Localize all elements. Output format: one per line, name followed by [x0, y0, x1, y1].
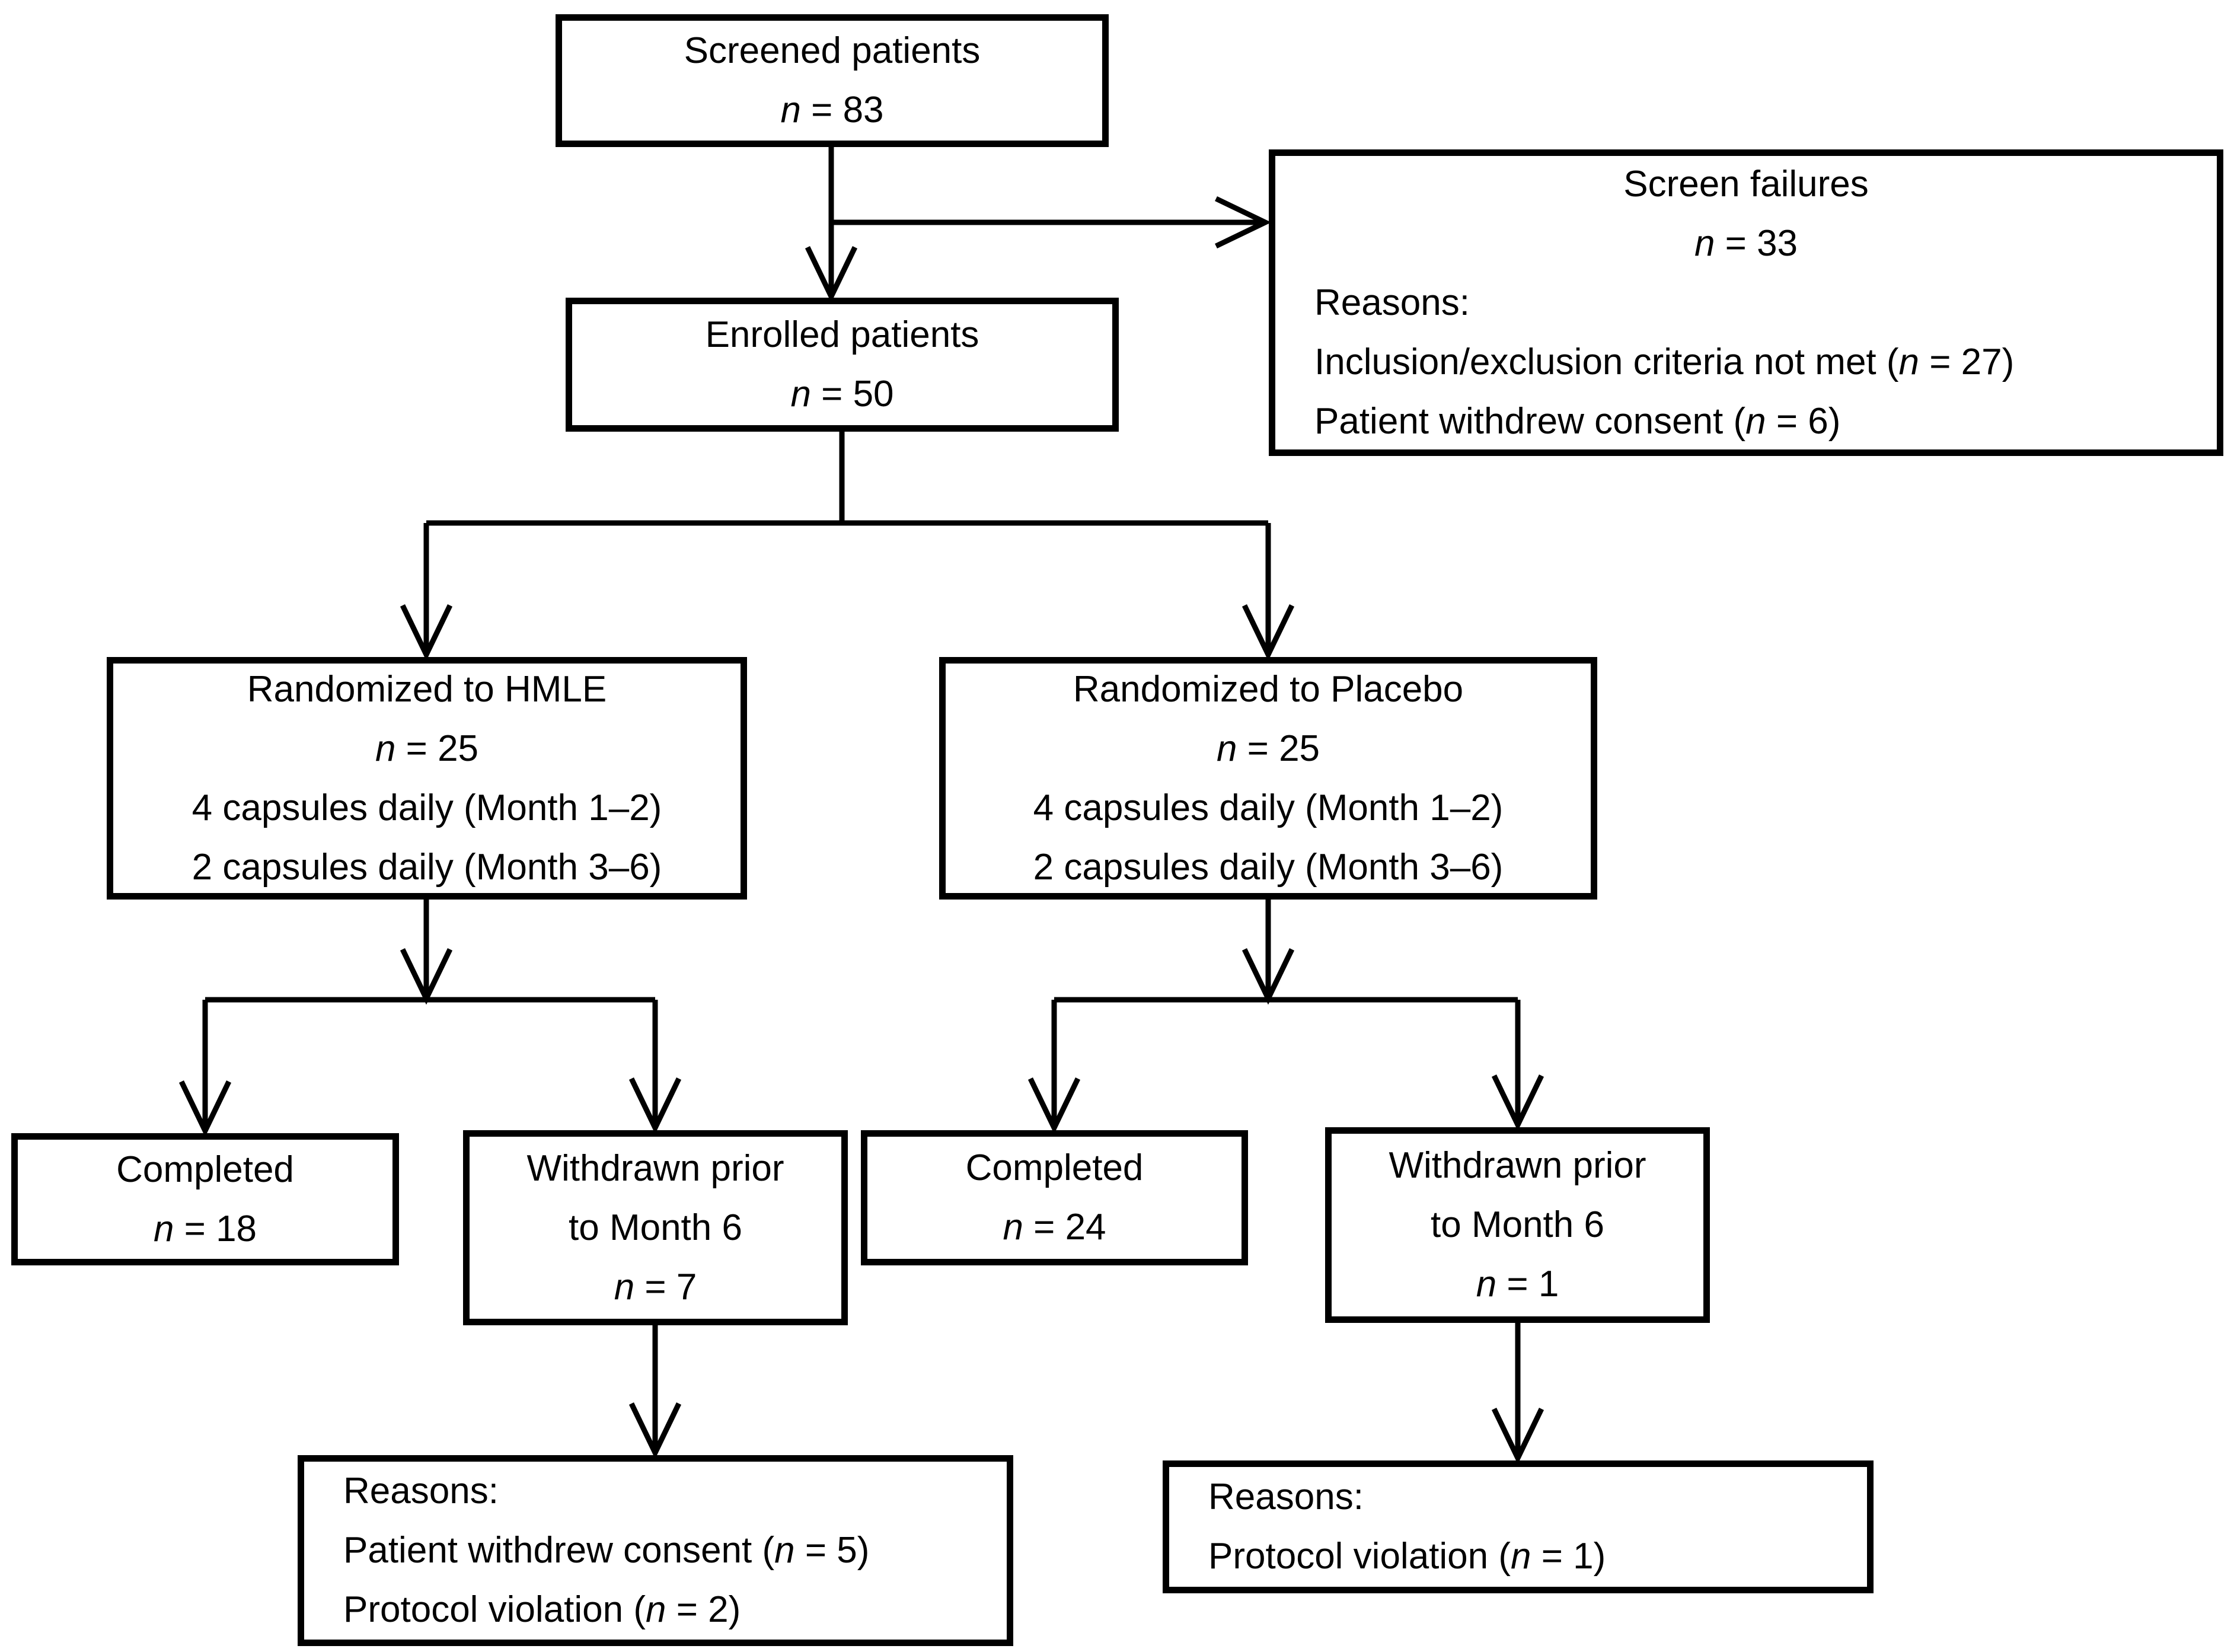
arrowhead-down-icon	[1027, 1077, 1081, 1134]
count-text: n = 50	[790, 374, 894, 414]
arrowhead-down-icon	[400, 604, 453, 661]
box-title: Randomized to Placebo	[1073, 668, 1464, 710]
count-text: n = 7	[614, 1266, 697, 1307]
randomized-placebo-box: Randomized to Placebo n = 25 4 capsules …	[939, 657, 1597, 900]
count-text: n = 18	[153, 1208, 257, 1249]
box-title: Withdrawn prior	[526, 1147, 784, 1189]
withdrawal-reasons-placebo-box: Reasons: Protocol violation (n = 1)	[1163, 1460, 1874, 1593]
count-text: n = 25	[375, 728, 479, 769]
arrowhead-down-icon	[628, 1402, 682, 1459]
completed-hmle-box: Completed n = 18	[11, 1133, 399, 1265]
withdrawal-reasons-hmle-box: Reasons: Patient withdrew consent (n = 5…	[298, 1455, 1013, 1646]
randomized-hmle-box: Randomized to HMLE n = 25 4 capsules dai…	[107, 657, 747, 900]
box-title: Completed	[965, 1147, 1144, 1188]
enrolled-patients-box: Enrolled patients n = 50	[566, 298, 1119, 432]
reason-item: Patient withdrew consent (n = 5)	[343, 1530, 870, 1571]
count-text: n = 24	[1003, 1207, 1106, 1248]
dosing-text: 4 capsules daily (Month 1–2)	[192, 787, 662, 828]
reasons-label: Reasons:	[1314, 282, 1470, 323]
box-title: Screened patients	[684, 30, 981, 71]
completed-placebo-box: Completed n = 24	[861, 1130, 1248, 1265]
connector-withdrawn-placebo-to-reasons	[1491, 1323, 1544, 1465]
arrowhead-down-icon	[178, 1080, 232, 1137]
screened-patients-box: Screened patients n = 83	[556, 14, 1109, 147]
reason-item: Protocol violation (n = 1)	[1208, 1536, 1606, 1577]
reason-item: Protocol violation (n = 2)	[343, 1589, 741, 1630]
connector-enrolled-to-split	[400, 432, 1295, 661]
box-title: Enrolled patients	[705, 314, 979, 355]
withdrawn-hmle-box: Withdrawn prior to Month 6 n = 7	[463, 1130, 848, 1325]
dosing-text: 4 capsules daily (Month 1–2)	[1033, 787, 1504, 828]
withdrawn-placebo-box: Withdrawn prior to Month 6 n = 1	[1325, 1127, 1710, 1323]
dosing-text: 2 capsules daily (Month 3–6)	[1033, 846, 1504, 888]
box-title: to Month 6	[569, 1207, 742, 1248]
connector-screened-to-screen-failures	[831, 196, 1272, 249]
box-title: to Month 6	[1431, 1204, 1604, 1245]
count-text: n = 25	[1216, 728, 1320, 769]
reason-item: Inclusion/exclusion criteria not met (n …	[1314, 341, 2015, 382]
box-title: Completed	[116, 1149, 294, 1190]
count-text: n = 83	[780, 90, 884, 130]
reason-item: Patient withdrew consent (n = 6)	[1314, 400, 1841, 442]
dosing-text: 2 capsules daily (Month 3–6)	[192, 846, 662, 888]
arrowhead-right-icon	[1215, 196, 1272, 249]
arrowhead-down-icon	[628, 1077, 682, 1134]
arrowhead-down-icon	[1491, 1408, 1544, 1465]
arrowhead-down-icon	[805, 246, 858, 303]
arrowhead-down-icon	[1242, 604, 1295, 661]
box-title: Randomized to HMLE	[247, 668, 607, 710]
count-text: n = 1	[1476, 1264, 1559, 1305]
connector-hmle-to-outcomes	[178, 900, 682, 1137]
reasons-label: Reasons:	[1208, 1476, 1364, 1517]
screen-failures-box: Screen failures n = 33 Reasons: Inclusio…	[1269, 149, 2223, 456]
arrowhead-down-icon	[1491, 1074, 1544, 1131]
connector-withdrawn-hmle-to-reasons	[628, 1325, 682, 1459]
box-title: Withdrawn prior	[1389, 1145, 1646, 1186]
reasons-label: Reasons:	[343, 1471, 499, 1511]
connector-placebo-to-outcomes	[1027, 900, 1544, 1134]
count-text: n = 33	[1694, 222, 1798, 264]
box-title: Screen failures	[1623, 163, 1869, 205]
